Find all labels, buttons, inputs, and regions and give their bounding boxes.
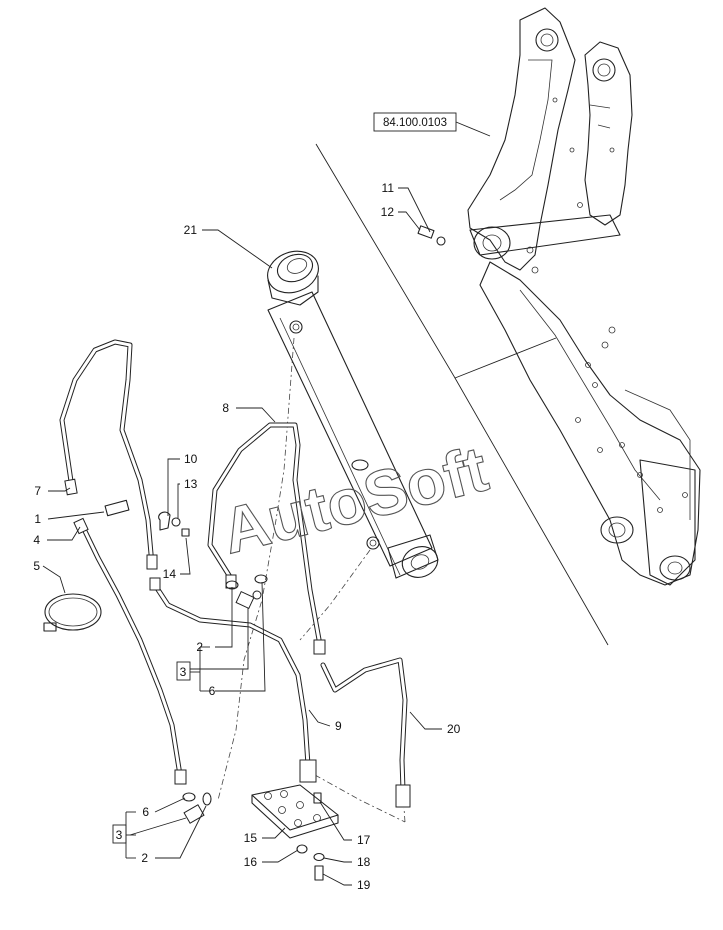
callout-12: 12 bbox=[381, 205, 395, 219]
callout-14: 14 bbox=[163, 567, 177, 581]
callout-box-3-upper bbox=[176, 661, 191, 681]
loader-boom-arm bbox=[467, 7, 701, 586]
bolt-19 bbox=[314, 865, 324, 881]
callout-9: 9 bbox=[335, 719, 342, 733]
callout-5: 5 bbox=[33, 559, 40, 573]
bolt-17 bbox=[313, 792, 322, 804]
callout-19: 19 bbox=[357, 878, 371, 892]
leader-lines bbox=[42, 187, 442, 886]
hydraulic-tube-7 bbox=[59, 339, 158, 570]
callout-4: 4 bbox=[33, 533, 40, 547]
callout-20: 20 bbox=[447, 722, 461, 736]
bolt-12 bbox=[417, 225, 435, 239]
hydraulic-hose-9 bbox=[149, 577, 317, 783]
hose-clamp-5 bbox=[43, 593, 102, 632]
callout-2-upper: 2 bbox=[196, 640, 203, 654]
elbow-fitting-upper bbox=[235, 590, 262, 610]
callout-1: 1 bbox=[34, 512, 41, 526]
callout-21: 21 bbox=[184, 223, 198, 237]
nut-16 bbox=[296, 844, 308, 854]
callout-15: 15 bbox=[244, 831, 258, 845]
o-ring-6-upper bbox=[254, 574, 268, 584]
hydraulic-tube-4 bbox=[73, 517, 187, 785]
o-ring-6-lower bbox=[182, 792, 196, 802]
clamp-10 bbox=[158, 511, 171, 531]
hydraulic-cylinder bbox=[267, 250, 439, 579]
washer-11 bbox=[436, 236, 446, 246]
elbow-fitting-lower bbox=[183, 804, 205, 824]
callout-7: 7 bbox=[34, 484, 41, 498]
callout-17: 17 bbox=[357, 833, 371, 847]
callout-2-lower: 2 bbox=[141, 851, 148, 865]
clip-1 bbox=[104, 499, 130, 517]
reference-box bbox=[373, 112, 457, 132]
o-ring-2-lower bbox=[202, 792, 212, 806]
callout-11: 11 bbox=[382, 181, 395, 195]
hydraulic-hose-20 bbox=[320, 657, 411, 808]
callout-3-upper: 3 bbox=[180, 665, 187, 679]
callout-6-upper: 6 bbox=[209, 684, 216, 698]
callout-3-lower: 3 bbox=[116, 828, 123, 842]
callout-10: 10 bbox=[184, 452, 198, 466]
mounting-block-15 bbox=[251, 784, 339, 839]
reference-label[interactable]: 84.100.0103 bbox=[383, 117, 447, 129]
callout-13: 13 bbox=[184, 477, 198, 491]
callout-8: 8 bbox=[222, 401, 229, 415]
washer-13 bbox=[171, 517, 181, 527]
nut-14 bbox=[181, 528, 190, 537]
callout-6-lower: 6 bbox=[142, 805, 149, 819]
callout-box-3-lower bbox=[112, 824, 127, 844]
callout-16: 16 bbox=[244, 855, 258, 869]
washer-18 bbox=[313, 852, 325, 862]
callout-18: 18 bbox=[357, 855, 371, 869]
watermark: AutoSoft bbox=[215, 432, 495, 567]
